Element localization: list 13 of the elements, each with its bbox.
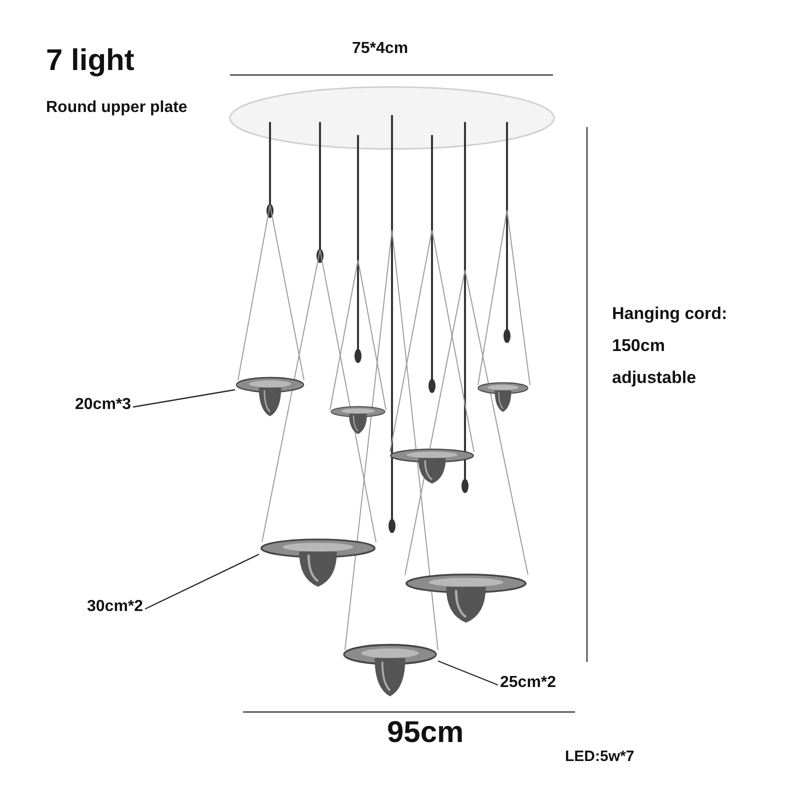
size-label: 20cm*3 — [75, 396, 132, 414]
leader-line — [438, 660, 498, 686]
leader-line — [144, 554, 260, 610]
title: 7 light — [46, 44, 134, 78]
spec-note: Hanging cord: 150cm adjustable — [612, 303, 728, 389]
dimension-label: 95cm — [387, 716, 464, 750]
pendant-lamp — [235, 374, 305, 419]
spec-note: LED:5w*7 — [565, 748, 634, 765]
size-label: 30cm*2 — [87, 598, 144, 616]
part-label: Round upper plate — [46, 99, 188, 117]
dimension-label: 75*4cm — [352, 40, 408, 58]
size-label: 25cm*2 — [500, 674, 556, 692]
leader-line — [132, 389, 236, 408]
